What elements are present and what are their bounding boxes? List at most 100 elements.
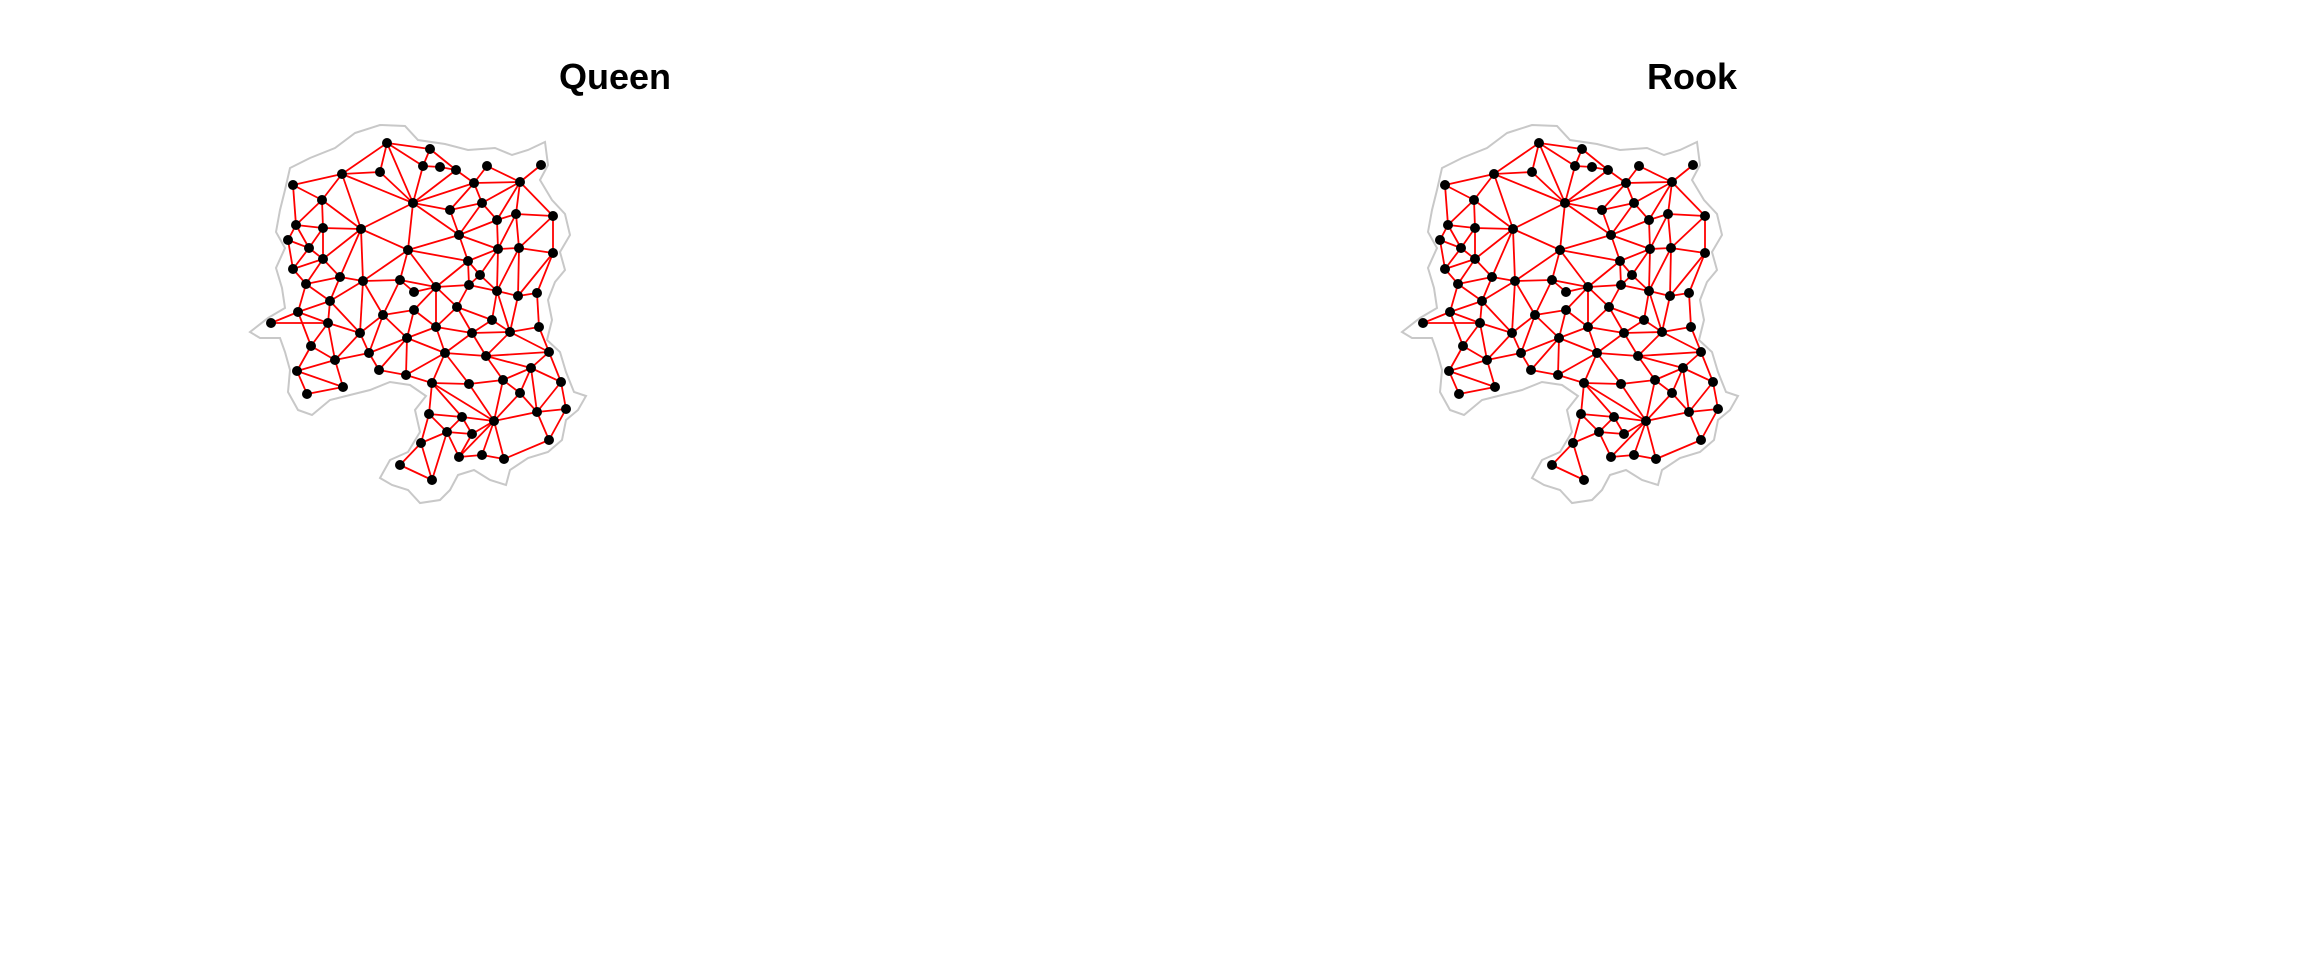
- centroid-node: [382, 138, 392, 148]
- neighbor-edge: [1520, 314, 1536, 354]
- centroid-node: [1627, 270, 1637, 280]
- centroid-node: [395, 460, 405, 470]
- neighbor-edge: [449, 202, 483, 211]
- neighbor-edge: [407, 234, 460, 251]
- neighbor-edge: [360, 202, 414, 230]
- centroid-node: [1665, 291, 1675, 301]
- centroid-node: [1606, 230, 1616, 240]
- centroid-node: [1553, 370, 1563, 380]
- centroid-node: [1619, 429, 1629, 439]
- neighbor-edge: [296, 370, 344, 388]
- neighbor-edge: [1512, 228, 1561, 251]
- centroid-node: [325, 296, 335, 306]
- neighbor-edge: [406, 326, 437, 339]
- centroid-node: [1470, 223, 1480, 233]
- centroid-node: [532, 288, 542, 298]
- centroid-node: [1458, 341, 1468, 351]
- centroid-node: [1688, 160, 1698, 170]
- neighbor-edge: [322, 228, 362, 260]
- centroid-node: [1629, 198, 1639, 208]
- centroid-node: [464, 280, 474, 290]
- centroid-node: [1666, 243, 1676, 253]
- neighbor-edge: [321, 199, 362, 230]
- neighbor-edge: [368, 337, 408, 354]
- neighbor-edge: [1491, 228, 1514, 278]
- centroid-node: [487, 315, 497, 325]
- centroid-node: [1570, 161, 1580, 171]
- neighbor-edge: [431, 382, 470, 385]
- centroid-node: [1490, 382, 1500, 392]
- neighbor-edge: [431, 382, 495, 422]
- neighbor-edge: [1538, 142, 1583, 150]
- neighbor-edge: [1619, 248, 1651, 262]
- neighbor-edge: [496, 181, 521, 221]
- neighbor-edge: [368, 314, 384, 354]
- centroid-node: [467, 429, 477, 439]
- centroid-node: [513, 291, 523, 301]
- neighbor-edge: [444, 352, 470, 385]
- neighbor-edge: [468, 379, 504, 385]
- neighbor-edge: [1670, 247, 1706, 254]
- neighbor-edge: [1534, 279, 1553, 316]
- neighbor-edge: [1580, 382, 1585, 415]
- centroid-node: [1561, 305, 1571, 315]
- neighbor-edge: [382, 314, 408, 339]
- neighbor-edge: [1648, 248, 1651, 292]
- neighbor-edge: [1564, 202, 1612, 236]
- neighbor-edge: [458, 202, 483, 236]
- neighbor-edge: [1645, 411, 1690, 422]
- neighbor-edge: [1587, 260, 1621, 288]
- neighbor-edge: [1514, 279, 1553, 282]
- centroid-node: [515, 177, 525, 187]
- neighbor-edge: [1493, 171, 1533, 175]
- centroid-node: [1645, 244, 1655, 254]
- centroid-node: [1629, 450, 1639, 460]
- neighbor-edge: [449, 182, 475, 211]
- neighbor-edge: [1661, 331, 1702, 353]
- neighbor-edge: [1688, 411, 1702, 441]
- centroid-node: [1700, 211, 1710, 221]
- neighbor-edge: [1564, 182, 1627, 204]
- neighbor-edge: [1669, 247, 1672, 297]
- centroid-node: [477, 450, 487, 460]
- centroid-node: [358, 276, 368, 286]
- centroid-node: [451, 165, 461, 175]
- centroid-node: [475, 270, 485, 280]
- neighbor-edge: [399, 464, 433, 481]
- neighbor-edge: [515, 213, 520, 249]
- neighbor-edge: [1449, 311, 1481, 324]
- neighbor-edge: [1633, 181, 1673, 204]
- neighbor-edge: [1610, 202, 1635, 236]
- centroid-node: [505, 327, 515, 337]
- neighbor-edge: [431, 352, 446, 384]
- neighbor-edge: [341, 173, 414, 204]
- neighbor-edge: [1520, 337, 1560, 354]
- centroid-node: [1477, 296, 1487, 306]
- neighbor-edge: [1457, 276, 1493, 285]
- centroid-node: [1454, 389, 1464, 399]
- centroid-node: [548, 248, 558, 258]
- centroid-node: [1696, 435, 1706, 445]
- neighbor-edge: [1655, 439, 1702, 460]
- neighbor-edge: [1530, 337, 1560, 371]
- neighbor-edge: [292, 184, 297, 226]
- rook-nodes: [1418, 138, 1723, 485]
- centroid-node: [1526, 365, 1536, 375]
- neighbor-edge: [1669, 252, 1706, 297]
- centroid-node: [1616, 379, 1626, 389]
- centroid-node: [425, 144, 435, 154]
- neighbor-edge: [1688, 252, 1706, 294]
- neighbor-edge: [493, 411, 538, 422]
- neighbor-edge: [536, 411, 550, 441]
- neighbor-edge: [407, 249, 437, 288]
- neighbor-edge: [1531, 171, 1566, 204]
- neighbor-edge: [1572, 413, 1582, 444]
- neighbor-edge: [1564, 165, 1576, 204]
- centroid-node: [293, 307, 303, 317]
- neighbor-edge: [407, 249, 469, 262]
- neighbor-edge: [517, 252, 554, 297]
- neighbor-edge: [1514, 280, 1536, 316]
- neighbor-edge: [1631, 248, 1651, 276]
- neighbor-edge: [1559, 249, 1621, 262]
- neighbor-edge: [1637, 331, 1663, 357]
